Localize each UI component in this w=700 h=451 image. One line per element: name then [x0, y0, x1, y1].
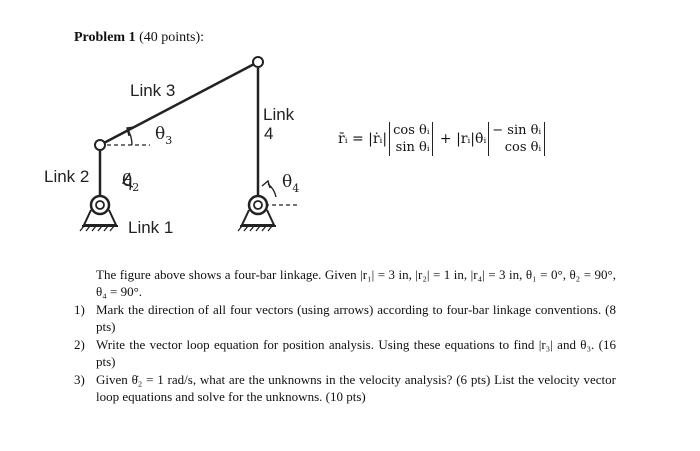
- theta4-arc: [267, 183, 277, 198]
- ground-pivot-left: [79, 194, 118, 232]
- problem-title: Problem 1: [74, 30, 136, 45]
- matrix-cos-sin: cos θᵢ sin θᵢ: [389, 122, 434, 156]
- link-3-label: Link 3: [130, 81, 175, 100]
- link-4-label-line1: Link: [263, 105, 295, 124]
- question-text: Given θ̇₂ = 1 rad/s, what are the unknow…: [96, 372, 616, 404]
- link-3-bar: [99, 60, 259, 147]
- link-4-label-line2: 4: [264, 124, 273, 143]
- theta3-label: θ3: [155, 124, 172, 147]
- question-number: 3): [74, 372, 85, 387]
- equation-lhs: r̄ᵢ = |ṙᵢ|: [338, 131, 388, 147]
- question-number: 1): [74, 302, 85, 317]
- velocity-vector-equation: r̄ᵢ = |ṙᵢ| cos θᵢ sin θᵢ + |rᵢ|θ̇ᵢ − sin…: [338, 122, 547, 156]
- question-item: 2) Write the vector loop equation for po…: [74, 336, 616, 370]
- theta2-label: θ2: [122, 171, 139, 194]
- joint-b: [252, 56, 264, 68]
- problem-body: The figure above shows a four-bar linkag…: [74, 266, 616, 406]
- question-text: Mark the direction of all four vectors (…: [96, 302, 616, 334]
- matrix2-top: − sin θᵢ: [492, 123, 542, 138]
- joint-a: [94, 139, 106, 151]
- ground-pivot-right: [237, 194, 276, 232]
- theta4-label: θ4: [282, 172, 299, 195]
- question-number: 2): [74, 337, 85, 352]
- link-2-label: Link 2: [44, 167, 89, 186]
- theta4-arrowhead: [261, 179, 271, 189]
- question-item: 1) Mark the direction of all four vector…: [74, 301, 616, 335]
- theta3-arrowhead: [126, 126, 136, 137]
- link-1-label: Link 1: [128, 218, 173, 237]
- question-item: 3) Given θ̇₂ = 1 rad/s, what are the unk…: [74, 371, 616, 405]
- problem-heading: Problem 1 (40 points):: [74, 30, 204, 46]
- question-text: Write the vector loop equation for posit…: [96, 337, 616, 369]
- theta2-arrowhead: [121, 172, 134, 188]
- matrix-neg-sin-cos: − sin θᵢ cos θᵢ: [488, 122, 546, 156]
- matrix1-top: cos θᵢ: [393, 123, 430, 138]
- problem-points: (40 points):: [139, 30, 205, 45]
- question-list: 1) Mark the direction of all four vector…: [74, 301, 616, 405]
- matrix2-bottom: cos θᵢ: [504, 140, 542, 155]
- problem-intro: The figure above shows a four-bar linkag…: [96, 267, 616, 299]
- equation-middle: + |rᵢ|θ̇ᵢ: [435, 131, 487, 147]
- four-bar-linkage-figure: Link 3 Link 4 Link 2 Link 1 θ3 θ2 θ4: [44, 56, 299, 237]
- matrix1-bottom: sin θᵢ: [395, 140, 430, 155]
- theta2-arc: [129, 177, 132, 191]
